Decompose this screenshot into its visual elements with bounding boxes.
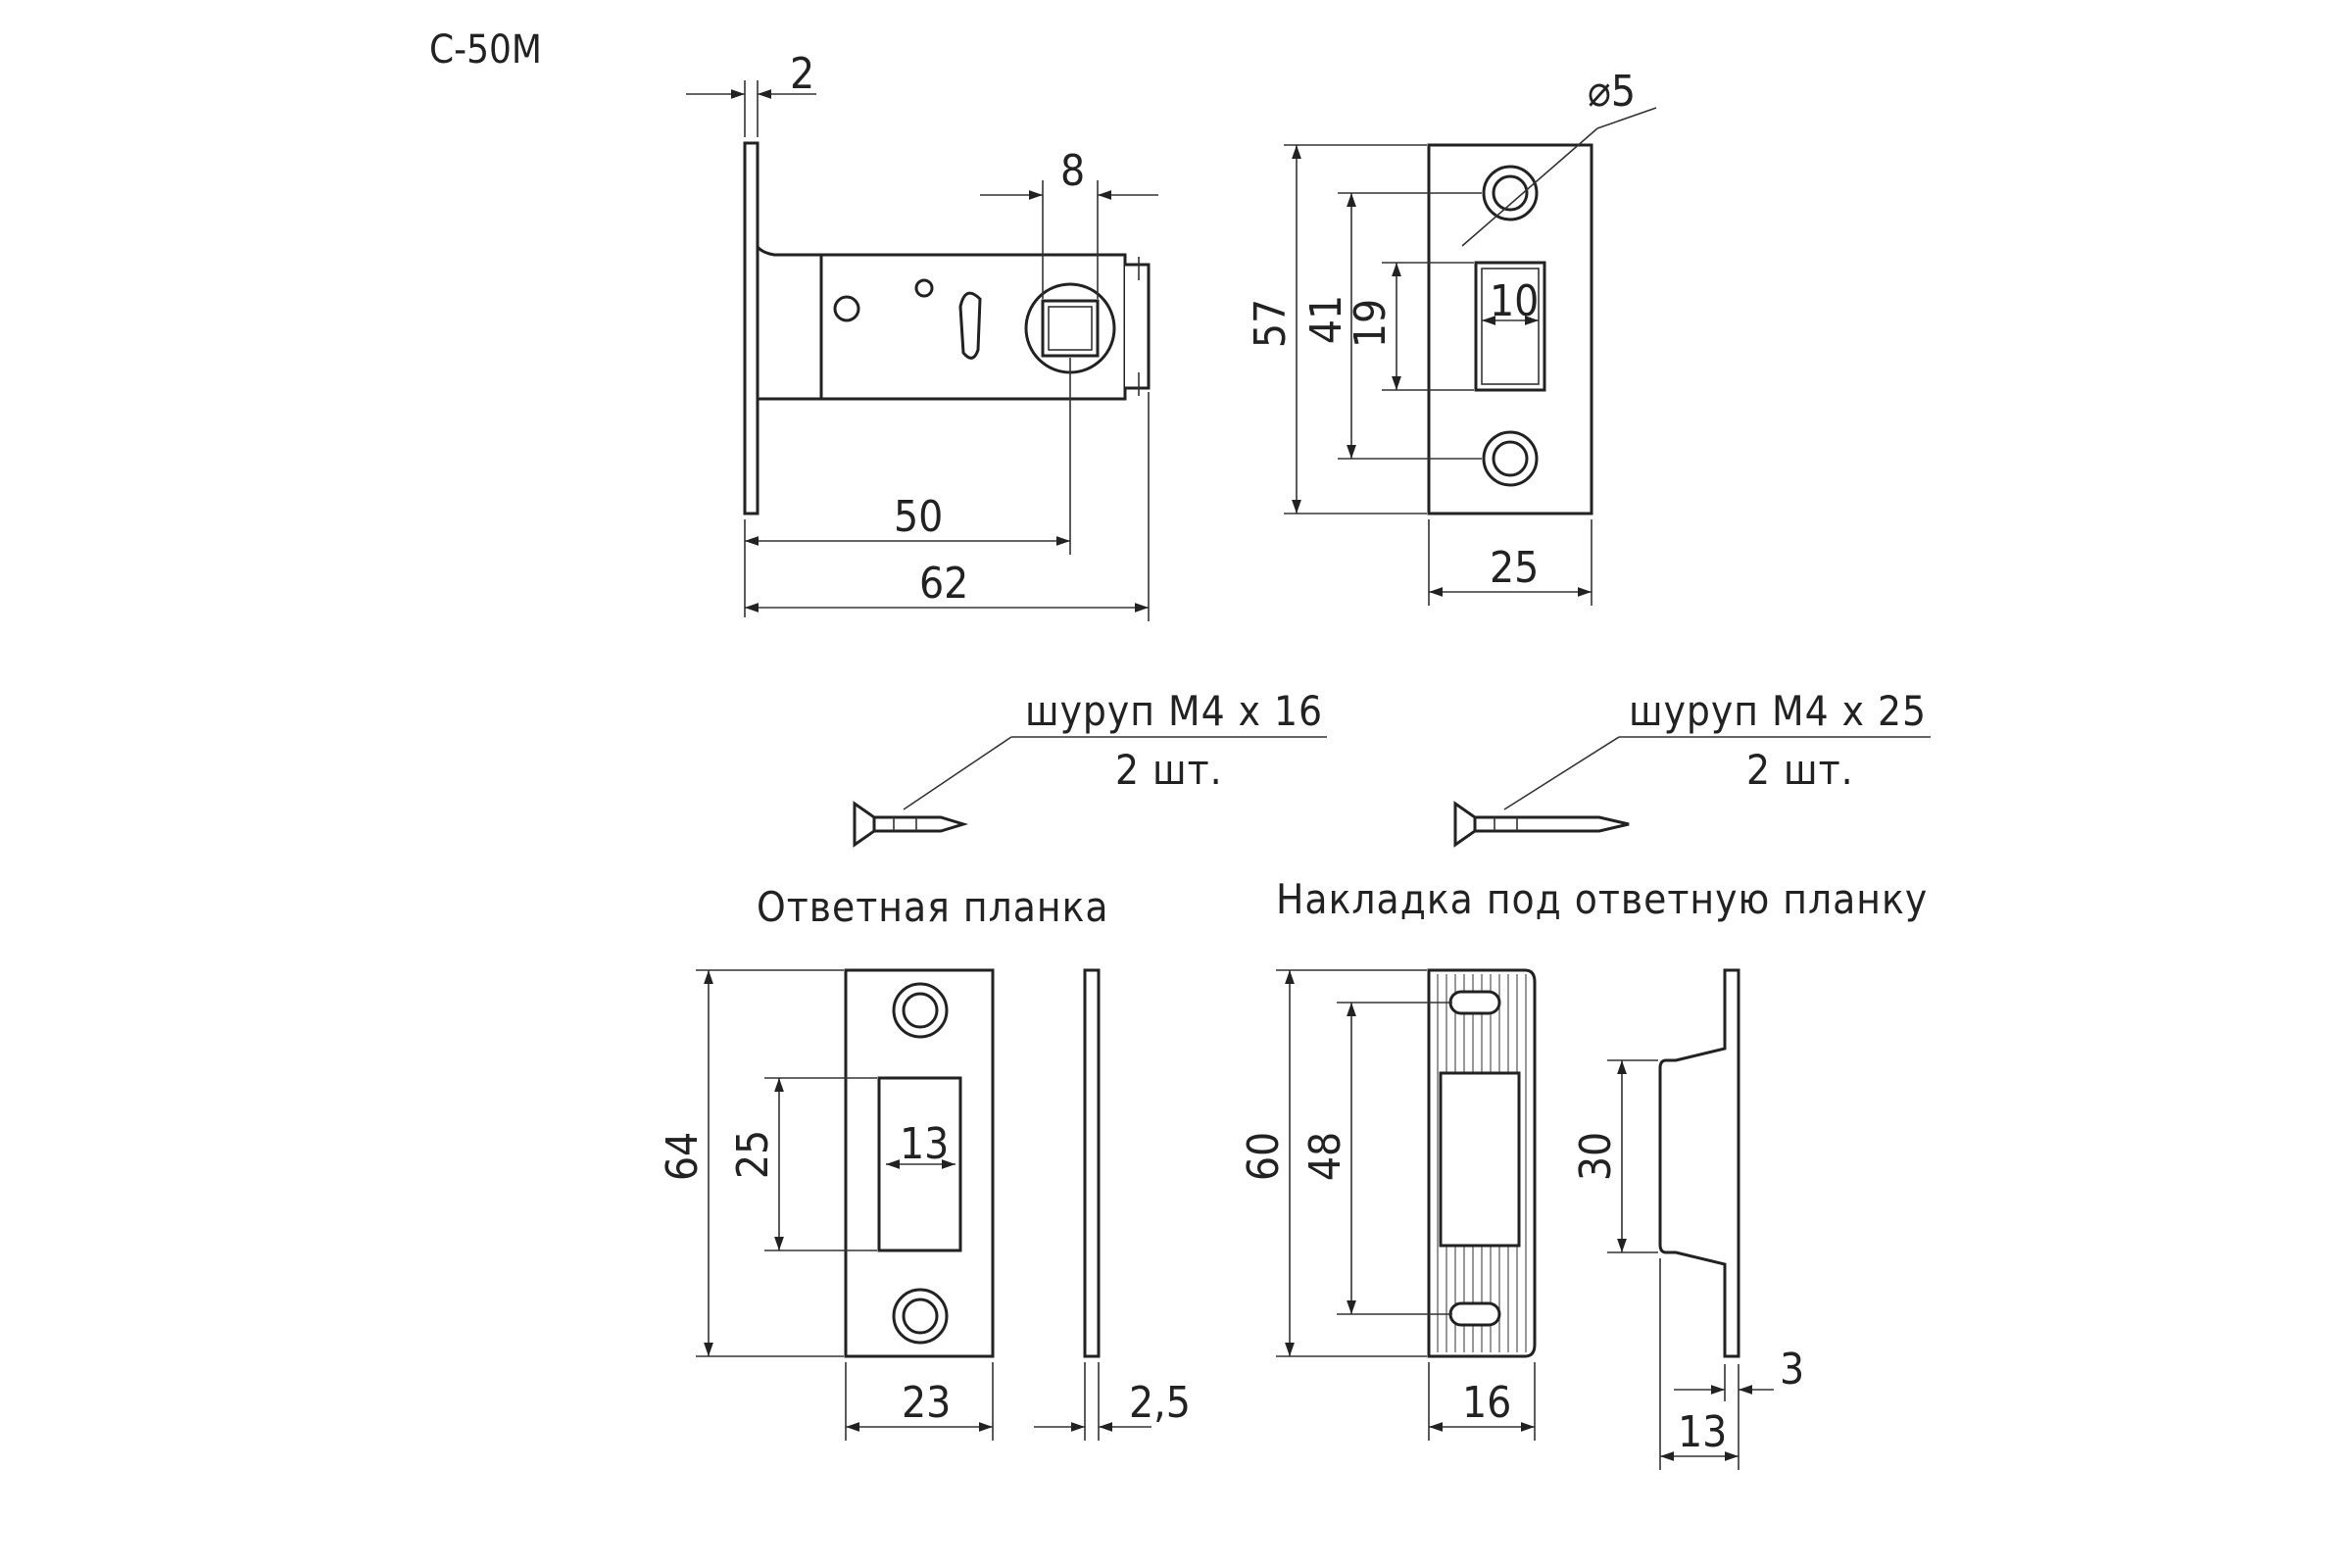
dim-strike-slot-height: 25 bbox=[728, 1130, 778, 1179]
dim-strike-thickness: 2,5 bbox=[1129, 1378, 1191, 1428]
dim-bolt-height: 19 bbox=[1346, 299, 1396, 348]
dim-hole-spacing: 41 bbox=[1301, 295, 1351, 344]
dim-spindle-square: 8 bbox=[1060, 146, 1085, 196]
strike-cover-slot-bottom bbox=[1448, 1301, 1501, 1327]
latch-rivet bbox=[914, 278, 934, 298]
dim-bolt-width: 10 bbox=[1490, 276, 1539, 326]
faceplate-front-view: ⌀5 57 41 19 10 25 bbox=[1246, 67, 1657, 606]
strike-plate-caption: Ответная планка bbox=[757, 883, 1109, 931]
dim-faceplate-width: 25 bbox=[1490, 543, 1539, 593]
strike-hole-bottom bbox=[892, 1288, 949, 1345]
latch-face-plate bbox=[743, 141, 760, 515]
dim-plate-thickness: 2 bbox=[790, 49, 814, 99]
dim-cover-hole-spacing: 48 bbox=[1300, 1132, 1350, 1181]
screw-short: шуруп М4 х 16 2 шт. bbox=[853, 687, 1327, 848]
screw-long: шуруп М4 х 25 2 шт. bbox=[1453, 687, 1931, 848]
latch-rivet bbox=[833, 295, 860, 322]
strike-cover-caption: Накладка под ответную планку bbox=[1276, 875, 1928, 923]
strike-cover-side bbox=[1658, 968, 1740, 1358]
faceplate-hole-top bbox=[1482, 165, 1539, 221]
strike-plate-side bbox=[1083, 968, 1101, 1358]
model-title: C-50M bbox=[429, 27, 542, 73]
strike-hole-top bbox=[892, 982, 949, 1039]
strike-cover-view: 60 48 16 30 3 13 bbox=[1239, 968, 1804, 1470]
dim-cover-box-depth: 30 bbox=[1571, 1132, 1621, 1181]
latch-side-view: 2 8 50 62 bbox=[686, 49, 1158, 621]
latch-slot bbox=[958, 291, 982, 360]
screw-long-qty: 2 шт. bbox=[1746, 746, 1854, 794]
faceplate-hole-bottom bbox=[1482, 430, 1539, 487]
strike-cover-slot-top bbox=[1448, 990, 1501, 1015]
strike-cover-window bbox=[1439, 1071, 1521, 1248]
screw-short-label: шуруп М4 х 16 bbox=[1025, 687, 1323, 735]
dim-faceplate-height: 57 bbox=[1246, 299, 1296, 348]
dim-cover-height: 60 bbox=[1239, 1132, 1289, 1181]
dim-hole-diameter: ⌀5 bbox=[1588, 67, 1636, 117]
screw-long-label: шуруп М4 х 25 bbox=[1629, 687, 1927, 735]
dim-backset: 50 bbox=[894, 492, 943, 542]
spindle-square bbox=[1041, 299, 1100, 358]
dim-cover-depth: 13 bbox=[1678, 1407, 1727, 1457]
dim-strike-height: 64 bbox=[658, 1132, 708, 1181]
faceplate-bolt-window bbox=[1474, 261, 1546, 392]
faceplate-outline bbox=[1427, 143, 1593, 515]
strike-slot bbox=[877, 1076, 962, 1252]
dim-cover-width: 16 bbox=[1462, 1378, 1511, 1428]
dim-cover-lip: 3 bbox=[1780, 1345, 1804, 1395]
strike-plate-view: 64 25 13 23 2,5 bbox=[658, 968, 1191, 1441]
dim-strike-slot-width: 13 bbox=[900, 1119, 949, 1169]
dim-strike-width: 23 bbox=[902, 1378, 951, 1428]
screw-short-qty: 2 шт. bbox=[1115, 746, 1223, 794]
latch-tail bbox=[1125, 263, 1151, 390]
dim-total-length: 62 bbox=[919, 559, 968, 609]
